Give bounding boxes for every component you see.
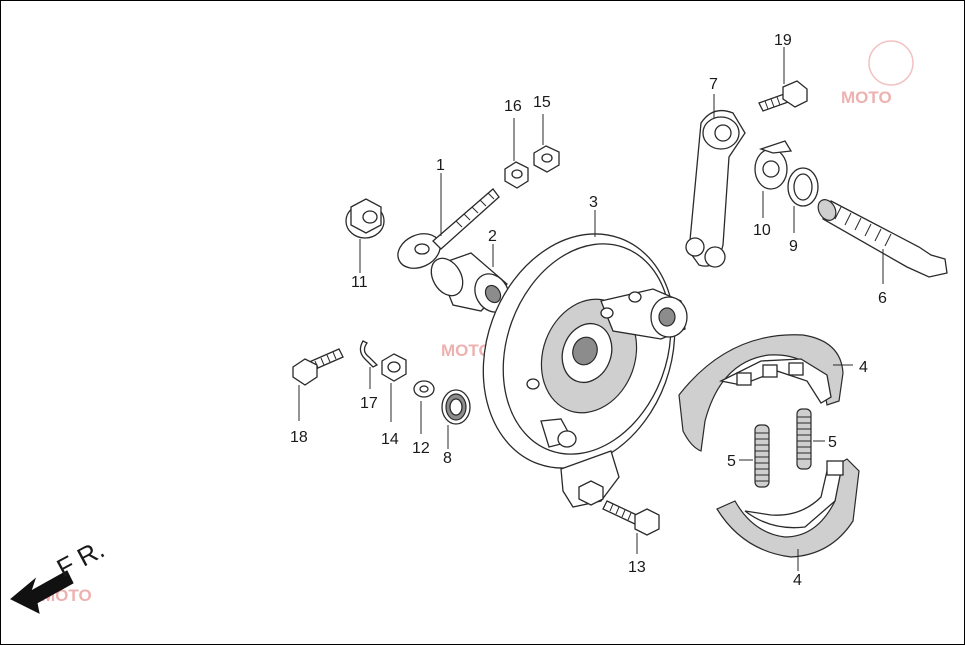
front-direction-arrow	[10, 570, 74, 614]
part-14-nut	[381, 353, 407, 382]
part-5-spring-right	[796, 408, 812, 470]
part-13-bolt	[602, 500, 660, 536]
label-part-12: 12	[412, 440, 430, 457]
part-12-washer	[413, 380, 435, 398]
label-part-7: 7	[709, 76, 718, 93]
part-4-brake-shoe-lower	[716, 458, 860, 558]
part-5-spring-left	[754, 424, 770, 488]
part-7-brake-arm	[685, 109, 746, 268]
watermark-top-right: MOTO	[841, 40, 914, 107]
label-part-16: 16	[504, 98, 522, 115]
part-16-nut	[504, 161, 529, 189]
label-part-15: 15	[533, 94, 551, 111]
label-part-3: 3	[589, 194, 598, 211]
svg-text:MOTO: MOTO	[841, 88, 892, 107]
part-17-cotter-pin	[359, 340, 379, 368]
watermark-center: MOTO	[441, 341, 492, 360]
part-9-felt-seal	[787, 167, 819, 207]
label-part-18: 18	[290, 429, 308, 446]
part-18-bolt	[292, 348, 344, 386]
label-part-11: 11	[351, 274, 368, 291]
label-part-13: 13	[628, 559, 646, 576]
label-part-10: 10	[753, 222, 771, 239]
label-part-8: 8	[443, 450, 452, 467]
label-part-19: 19	[774, 32, 792, 49]
label-part-14: 14	[381, 431, 399, 448]
label-part-1: 1	[436, 157, 445, 174]
part-8-bearing	[441, 389, 471, 425]
label-part-5-left: 5	[727, 453, 736, 470]
part-4-brake-shoe-upper	[678, 334, 844, 452]
part-6-brake-cam	[817, 199, 948, 278]
label-part-6: 6	[878, 290, 887, 307]
part-3-brake-panel	[482, 233, 688, 508]
part-10-wear-indicator	[754, 140, 793, 190]
label-part-5-right: 5	[828, 434, 837, 451]
part-1-brake-rod	[397, 188, 500, 269]
svg-text:MOTO: MOTO	[441, 341, 492, 360]
label-part-2: 2	[488, 228, 497, 245]
label-part-4-lower: 4	[793, 572, 802, 589]
part-19-bolt	[758, 80, 808, 112]
label-part-9: 9	[789, 238, 798, 255]
part-15-nut	[533, 145, 560, 173]
label-part-17: 17	[360, 395, 378, 412]
label-part-4-upper: 4	[859, 359, 868, 376]
part-11-flange-nut	[345, 198, 385, 239]
